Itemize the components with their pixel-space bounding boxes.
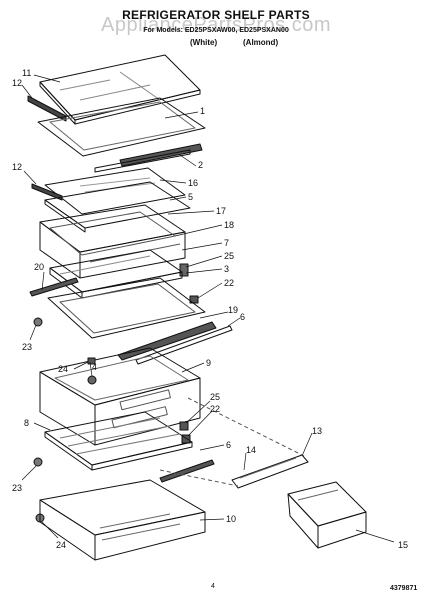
mounting-screw-upper bbox=[33, 317, 43, 327]
drawer-slide-bracket bbox=[179, 263, 189, 277]
diagram-title: REFRIGERATOR SHELF PARTS bbox=[122, 8, 310, 22]
callout-12: 12 bbox=[12, 162, 22, 172]
crisper-cover-grid bbox=[44, 411, 193, 471]
callout-22: 22 bbox=[210, 404, 220, 414]
callout-14: 14 bbox=[246, 445, 256, 455]
color-label-almond: (Almond) bbox=[243, 38, 279, 47]
page-number: 4 bbox=[211, 583, 215, 590]
color-label-white: (White) bbox=[190, 38, 218, 47]
shelf-edge-trim-lower bbox=[31, 183, 63, 201]
callout-1: 1 bbox=[200, 106, 205, 116]
callout-10: 10 bbox=[226, 514, 236, 524]
glass-shelf-top bbox=[39, 54, 201, 125]
callout-24: 24 bbox=[56, 540, 66, 550]
drawer-rail-left bbox=[29, 277, 79, 297]
callout-16: 16 bbox=[188, 178, 198, 188]
callout-20: 20 bbox=[34, 262, 44, 272]
drawer-rail-right-upper bbox=[117, 321, 233, 365]
callout-6: 6 bbox=[226, 440, 231, 450]
callout-7: 7 bbox=[224, 238, 229, 248]
humidity-control-panel bbox=[231, 454, 309, 489]
callout-23: 23 bbox=[12, 483, 22, 493]
drawer-rail-right-lower bbox=[159, 459, 215, 483]
shelf-frame bbox=[37, 97, 206, 157]
assembly-guide-dashes bbox=[159, 397, 305, 487]
callout-12: 12 bbox=[12, 78, 22, 88]
callout-5: 5 bbox=[188, 192, 193, 202]
crisper-cover-frame bbox=[44, 181, 191, 233]
crisper-drawer bbox=[39, 347, 201, 446]
callout-13: 13 bbox=[312, 426, 322, 436]
figure-number: 4379871 bbox=[390, 585, 418, 592]
callout-3: 3 bbox=[224, 264, 229, 274]
leader-lines bbox=[21, 74, 395, 543]
callout-2: 2 bbox=[198, 160, 203, 170]
door-bin bbox=[287, 481, 367, 549]
callout-4: 4 bbox=[92, 362, 97, 372]
callout-18: 18 bbox=[224, 220, 234, 230]
slide-clip-upper bbox=[189, 295, 199, 304]
shelf-edge-trim-upper bbox=[27, 95, 67, 122]
mounting-screw-lower bbox=[33, 457, 45, 523]
callout-17: 17 bbox=[216, 206, 226, 216]
shelf-front-trim bbox=[94, 143, 203, 173]
callout-8: 8 bbox=[24, 418, 29, 428]
humidity-control-knob bbox=[87, 375, 97, 385]
callout-24: 24 bbox=[58, 364, 68, 374]
callout-6: 6 bbox=[240, 312, 245, 322]
models-line: For Models: ED25PSXAW00, ED25PSXAN00 bbox=[143, 27, 289, 34]
callout-25: 25 bbox=[210, 392, 220, 402]
callout-25: 25 bbox=[224, 251, 234, 261]
callout-11: 11 bbox=[22, 68, 31, 78]
vegetable-pan bbox=[39, 479, 206, 561]
drawer-stop bbox=[87, 357, 96, 365]
callout-15: 15 bbox=[398, 540, 408, 550]
callout-labels: 11 12 1 2 12 16 5 17 18 7 25 3 20 22 19 … bbox=[12, 68, 408, 550]
drawer-cover-frame bbox=[47, 277, 206, 339]
callout-9: 9 bbox=[206, 358, 211, 368]
callout-23: 23 bbox=[22, 342, 32, 352]
callout-22: 22 bbox=[224, 278, 234, 288]
watermark: AppliancePartsPros.com bbox=[101, 14, 331, 36]
callout-19: 19 bbox=[228, 305, 238, 315]
